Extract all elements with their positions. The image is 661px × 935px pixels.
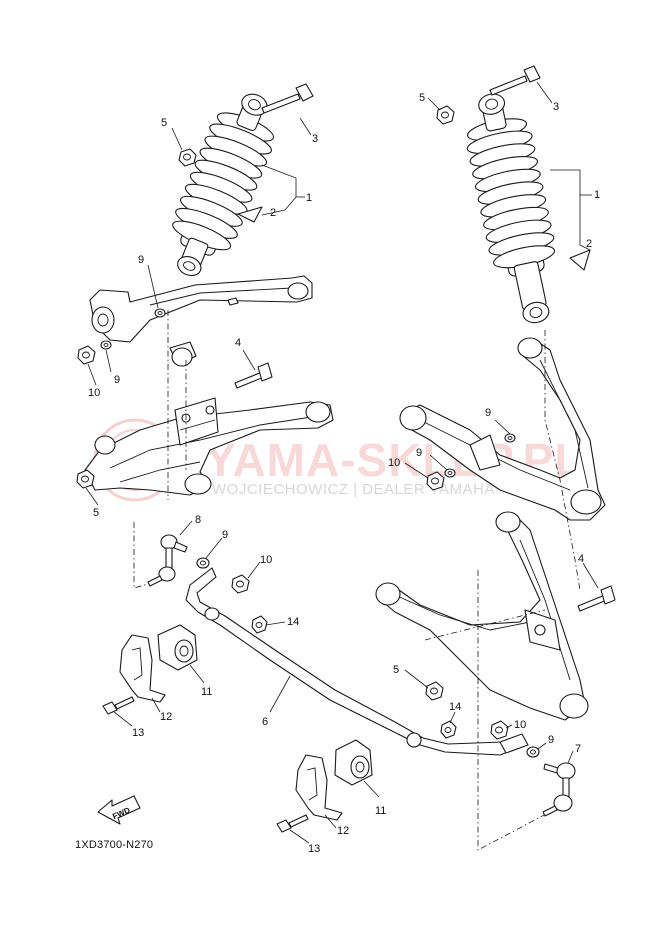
- callout-14-left: 14: [287, 616, 299, 628]
- fwd-arrow-icon: FWD: [97, 795, 141, 825]
- stabilizer-link-8: [147, 534, 188, 587]
- callout-9-stab-left: 9: [222, 529, 228, 541]
- callout-3-left: 3: [312, 133, 318, 145]
- nut-14-right: [440, 720, 457, 739]
- washer-9-mid-left: [100, 340, 112, 350]
- stabilizer-bar-6: [185, 567, 529, 756]
- watermark-dealer: WOJCIECHOWICZ | DEALER YAMAHA: [212, 481, 495, 498]
- callout-12-right: 12: [337, 825, 349, 837]
- upper-arm-right: [399, 337, 606, 521]
- callout-1-right: 1: [594, 189, 600, 201]
- lower-arm-left: [84, 397, 334, 496]
- bushing-11-right: [334, 739, 373, 786]
- arrow-marker-2-right: [569, 249, 591, 271]
- callout-9-stab-right: 9: [548, 734, 554, 746]
- callout-2-left: 2: [270, 207, 276, 219]
- callout-2-right: 2: [586, 238, 592, 250]
- nut-10-stabilizer-left: [231, 574, 250, 594]
- bushing-11-left: [157, 624, 198, 671]
- ref-line-right-2: [477, 570, 549, 851]
- callout-10-stab-left: 10: [260, 554, 272, 566]
- washer-9-upper-right: [504, 433, 516, 443]
- callout-9-upper-right: 9: [485, 407, 491, 419]
- washer-9-stabilizer-right: [526, 746, 540, 758]
- callout-3-right: 3: [553, 101, 559, 113]
- diagram-code: 1XD3700-N270: [75, 839, 154, 851]
- callout-5-upper-left: 5: [161, 117, 167, 129]
- callout-9-mid-left: 9: [114, 374, 120, 386]
- callout-11-right: 11: [375, 805, 386, 817]
- callout-1-left: 1: [306, 192, 312, 204]
- ref-line-left-3: [133, 522, 156, 589]
- callout-4-right: 4: [578, 553, 584, 565]
- nut-10-left: [77, 345, 96, 365]
- bracket-12-right: [295, 754, 343, 821]
- callout-13-right: 13: [308, 843, 320, 855]
- washer-9-upper-left: [154, 308, 166, 318]
- bolt-4-right: [577, 585, 616, 612]
- shock-absorber-right: [466, 93, 555, 324]
- nut-5-upper-right: [436, 105, 455, 125]
- washer-9-stabilizer-left: [196, 557, 210, 569]
- callout-9-mid-right: 9: [416, 447, 422, 459]
- leader-lines: [85, 81, 599, 844]
- callout-5-lower-right: 5: [393, 664, 399, 676]
- bracket-12-left: [119, 634, 166, 703]
- nut-14-left: [251, 615, 268, 634]
- nut-5-upper-left: [178, 148, 197, 167]
- callout-7: 7: [575, 743, 581, 755]
- callout-8: 8: [195, 514, 201, 526]
- callout-10-left: 10: [88, 387, 100, 399]
- callout-10-right: 10: [388, 457, 400, 469]
- callout-10-stab-right: 10: [514, 719, 526, 731]
- callout-12-left: 12: [160, 711, 172, 723]
- callout-4-left: 4: [235, 337, 241, 349]
- callout-9-upper-left: 9: [138, 254, 144, 266]
- bolt-13-right: [276, 814, 309, 833]
- ref-line-right-1: [544, 330, 581, 591]
- stabilizer-link-7: [542, 762, 576, 817]
- callout-5-upper-right: 5: [419, 92, 425, 104]
- callout-13-left: 13: [132, 727, 144, 739]
- nut-10-stabilizer-right: [490, 720, 509, 740]
- arrow-marker-2-left: [237, 206, 263, 223]
- callout-labels: 1 2 3 5 9 9 10 4 5 8 9 10 14 11 12 13 6 …: [88, 92, 600, 855]
- bolt-4-left: [234, 362, 273, 389]
- bolt-3-left: [261, 83, 314, 114]
- callout-14-right: 14: [449, 701, 461, 713]
- nut-5-lower-right: [425, 681, 444, 701]
- shock-absorber-left: [172, 93, 275, 277]
- nut-5-lower-left: [76, 469, 95, 489]
- nut-10-right: [426, 471, 445, 491]
- lower-arm-right: [375, 511, 589, 721]
- callout-5-lower-left: 5: [93, 507, 99, 519]
- callout-11-left: 11: [201, 686, 212, 698]
- bolt-3-right: [489, 65, 541, 96]
- bolt-13-left: [102, 696, 135, 715]
- upper-arm-left: [89, 275, 313, 367]
- callout-6: 6: [262, 716, 268, 728]
- washer-9-mid-right: [444, 468, 456, 478]
